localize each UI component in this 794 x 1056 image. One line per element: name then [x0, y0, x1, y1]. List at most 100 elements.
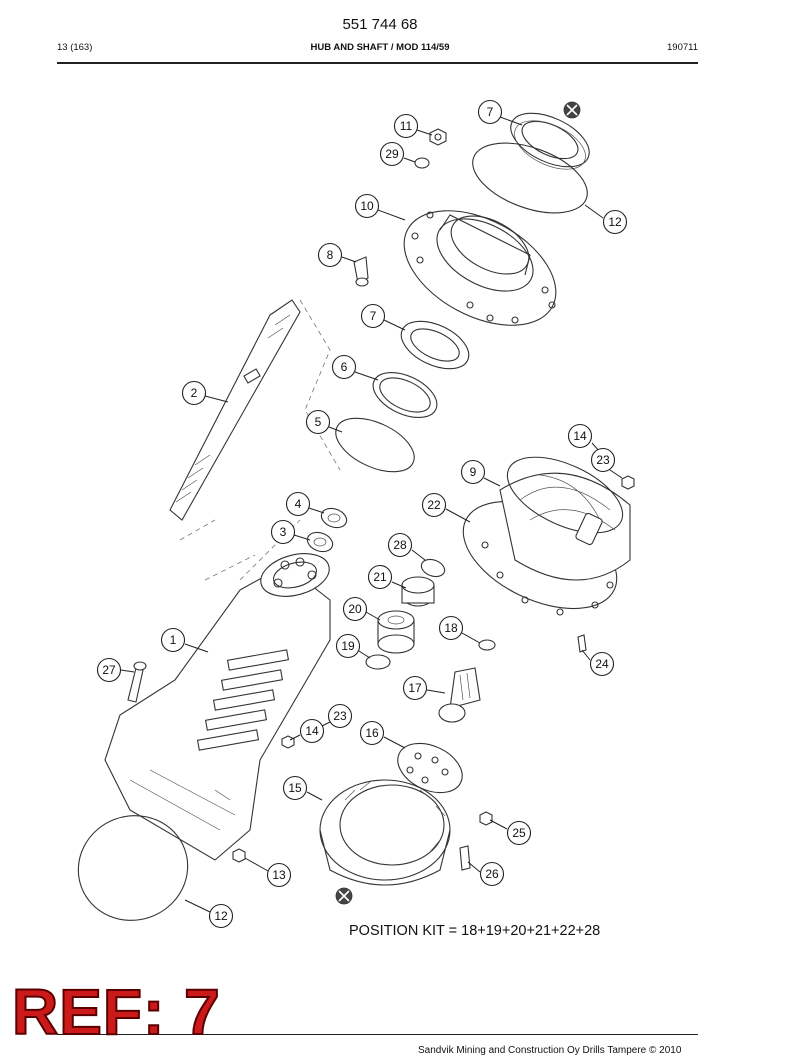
part-13-nut: [232, 848, 246, 863]
callout-29: 29: [379, 141, 405, 167]
callout-28: 28: [387, 532, 413, 558]
svg-text:10: 10: [360, 199, 374, 213]
part-9-housing: [462, 456, 631, 616]
svg-text:23: 23: [333, 709, 347, 723]
callout-9: 9: [460, 459, 486, 485]
callout-13: 13: [266, 862, 292, 888]
footer-copyright: Sandvik Mining and Construction Oy Drill…: [418, 1045, 682, 1056]
part-29-washer: [414, 157, 430, 169]
svg-text:6: 6: [341, 360, 348, 374]
part-7-top-bearing: [510, 112, 590, 170]
part-8-bolt: [353, 256, 369, 287]
part-26-bolt: [459, 845, 471, 871]
svg-text:17: 17: [408, 681, 422, 695]
callout-25: 25: [506, 820, 532, 846]
svg-text:11: 11: [400, 119, 413, 133]
callout-19: 19: [335, 633, 361, 659]
svg-text:12: 12: [214, 909, 228, 923]
svg-text:8: 8: [327, 248, 334, 262]
ref-stamp: REF: 7: [11, 976, 221, 1048]
part-4-washer: [320, 507, 348, 529]
footer-rule: [57, 1034, 698, 1035]
callout-12-bottom: 12: [208, 903, 234, 929]
svg-text:27: 27: [102, 663, 116, 677]
svg-text:14: 14: [305, 724, 319, 738]
callout-10: 10: [354, 193, 380, 219]
part-7-middle-bearing: [400, 320, 470, 370]
callout-17: 17: [402, 675, 428, 701]
part-18-washer: [478, 639, 496, 651]
svg-text:16: 16: [365, 726, 379, 740]
leader-lines: [120, 116, 623, 913]
part-10-hub: [403, 210, 557, 326]
callout-15: 15: [282, 775, 308, 801]
callout-18: 18: [438, 615, 464, 641]
svg-text:19: 19: [341, 639, 355, 653]
exclusion-mark-bottom: [335, 887, 353, 905]
part-21-gear: [401, 576, 435, 607]
exclusion-mark-top: [563, 101, 581, 119]
callout-4: 4: [285, 491, 311, 517]
svg-text:3: 3: [280, 525, 287, 539]
svg-text:21: 21: [373, 570, 387, 584]
svg-text:23: 23: [596, 453, 610, 467]
callout-24: 24: [589, 651, 615, 677]
svg-text:7: 7: [370, 309, 377, 323]
svg-text:14: 14: [573, 429, 587, 443]
date-code: 190711: [667, 42, 698, 53]
callout-16: 16: [359, 720, 385, 746]
callout-6: 6: [331, 354, 357, 380]
callout-27: 27: [96, 657, 122, 683]
part-15-ring-gear: [319, 779, 451, 886]
callout-2: 2: [181, 380, 207, 406]
part-number: 551 744 68: [342, 16, 418, 33]
svg-text:9: 9: [470, 465, 477, 479]
part-6-ring: [372, 372, 438, 418]
svg-text:29: 29: [385, 147, 399, 161]
part-16-carrier-plate: [397, 742, 463, 794]
part-12-bottom-oring: [77, 815, 189, 921]
part-25-nut: [479, 811, 493, 826]
page-reference: 13 (163): [57, 42, 93, 53]
part-17-shaft: [438, 667, 481, 723]
callout-8: 8: [317, 242, 343, 268]
callout-12-top: 12: [602, 209, 628, 235]
callout-21: 21: [367, 564, 393, 590]
part-11-nut: [429, 128, 447, 146]
position-kit-note: POSITION KIT = 18+19+20+21+22+28: [349, 923, 601, 939]
part-5-snap-ring: [335, 417, 415, 473]
part-27-bolt: [127, 661, 147, 703]
svg-text:25: 25: [512, 826, 526, 840]
header-rule: [57, 62, 698, 64]
part-2-shaft: [169, 299, 301, 521]
part-14-nut-left: [281, 735, 295, 749]
svg-text:26: 26: [485, 867, 499, 881]
svg-text:28: 28: [393, 538, 407, 552]
part-23-nut-top: [621, 475, 635, 490]
callout-7-middle: 7: [360, 303, 386, 329]
callout-14-left: 14: [299, 718, 325, 744]
part-28-ring: [420, 558, 446, 578]
part-24-bolt: [577, 634, 587, 653]
part-19-ring: [365, 654, 391, 670]
svg-text:20: 20: [348, 602, 362, 616]
part-1-axle-housing: [104, 553, 331, 861]
part-3-washer: [306, 531, 334, 553]
callout-5: 5: [305, 409, 331, 435]
part-12-top-oring: [472, 142, 588, 214]
callout-23-left: 23: [327, 703, 353, 729]
callout-22: 22: [421, 492, 447, 518]
part-20-gear: [377, 610, 415, 654]
svg-text:22: 22: [427, 498, 441, 512]
callout-7-top: 7: [477, 99, 503, 125]
callout-3: 3: [270, 519, 296, 545]
callout-11: 11: [393, 113, 419, 139]
callout-23-top: 23: [590, 447, 616, 473]
svg-text:24: 24: [595, 657, 609, 671]
callout-14-top: 14: [567, 423, 593, 449]
svg-text:15: 15: [288, 781, 302, 795]
svg-text:13: 13: [272, 868, 286, 882]
page-title: HUB AND SHAFT / MOD 114/59: [310, 42, 450, 53]
callout-1: 1: [160, 627, 186, 653]
